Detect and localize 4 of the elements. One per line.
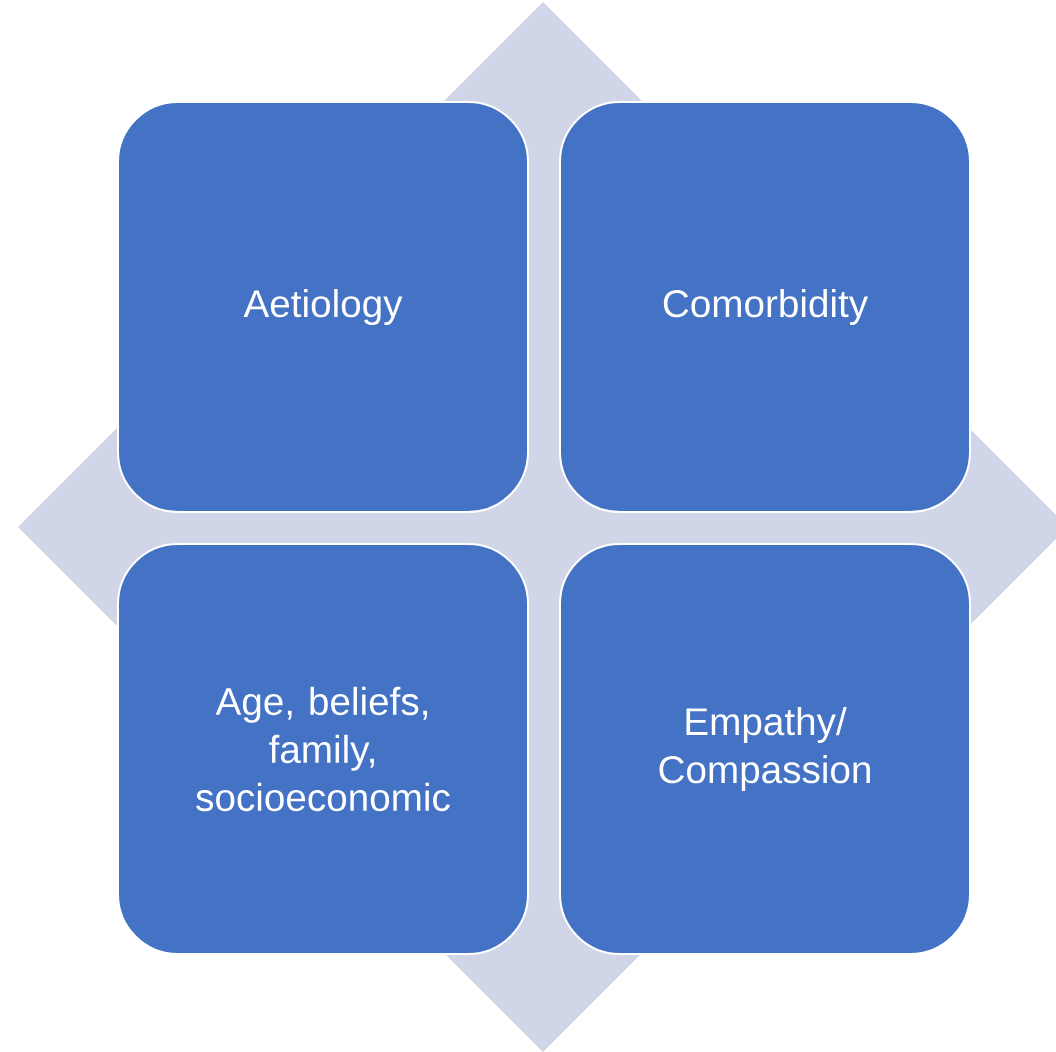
- rounded-box: Aetiology: [117, 101, 529, 513]
- rounded-box: Age, beliefs, family, socioeconomic: [117, 543, 529, 955]
- rounded-box: Comorbidity: [559, 101, 971, 513]
- rounded-box: Empathy/ Compassion: [559, 543, 971, 955]
